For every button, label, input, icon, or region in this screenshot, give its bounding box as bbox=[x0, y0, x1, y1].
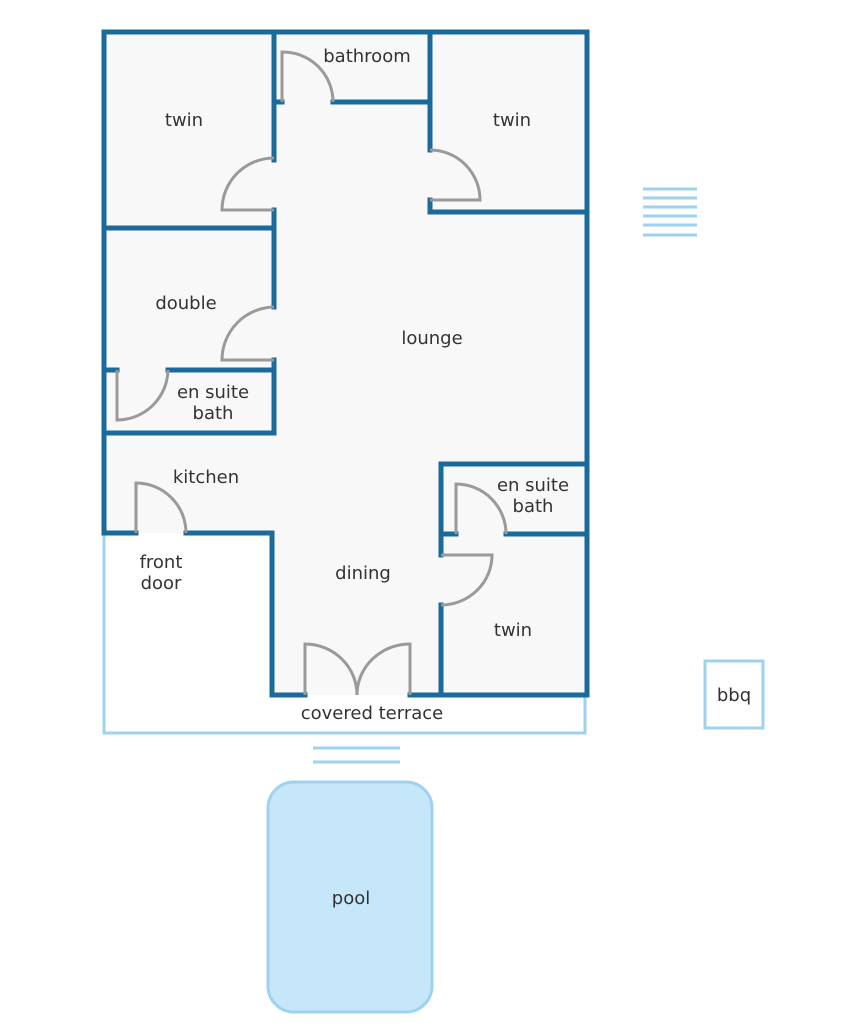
label-ensuite-e-2: bath bbox=[513, 496, 554, 517]
label-front-door-2: door bbox=[141, 573, 182, 594]
label-double: double bbox=[155, 293, 216, 314]
label-twin-se: twin bbox=[494, 620, 532, 641]
twin-se-door bbox=[440, 553, 494, 607]
label-lounge: lounge bbox=[401, 328, 462, 349]
side-steps bbox=[643, 187, 697, 237]
label-bbq: bbq bbox=[717, 685, 751, 706]
double-door bbox=[220, 305, 275, 362]
front-door bbox=[134, 481, 188, 534]
pool-shape bbox=[266, 780, 434, 1014]
terrace-door-left bbox=[303, 642, 359, 696]
ensuite-w-door bbox=[115, 369, 170, 422]
label-ensuite-w-2: bath bbox=[193, 403, 234, 424]
label-front-door-1: front bbox=[140, 552, 183, 573]
label-twin-ne: twin bbox=[493, 110, 531, 131]
doors bbox=[115, 50, 508, 696]
label-kitchen: kitchen bbox=[173, 467, 239, 488]
bbq-box bbox=[703, 659, 765, 730]
walls bbox=[101, 29, 590, 698]
twin-nw-door bbox=[220, 156, 275, 212]
label-bathroom: bathroom bbox=[323, 46, 411, 67]
bathroom-door bbox=[280, 50, 335, 103]
interior-floor bbox=[104, 32, 587, 695]
label-ensuite-w-1: en suite bbox=[177, 382, 249, 403]
label-dining: dining bbox=[335, 563, 391, 584]
ensuite-e-door bbox=[454, 482, 508, 535]
label-twin-nw: twin bbox=[165, 110, 203, 131]
terrace-outline bbox=[102, 533, 587, 735]
terrace-door-right bbox=[355, 642, 412, 696]
twin-ne-door bbox=[429, 148, 482, 202]
label-ensuite-e-1: en suite bbox=[497, 475, 569, 496]
terrace-steps bbox=[313, 746, 400, 764]
label-pool: pool bbox=[332, 888, 370, 909]
label-terrace: covered terrace bbox=[301, 703, 443, 724]
